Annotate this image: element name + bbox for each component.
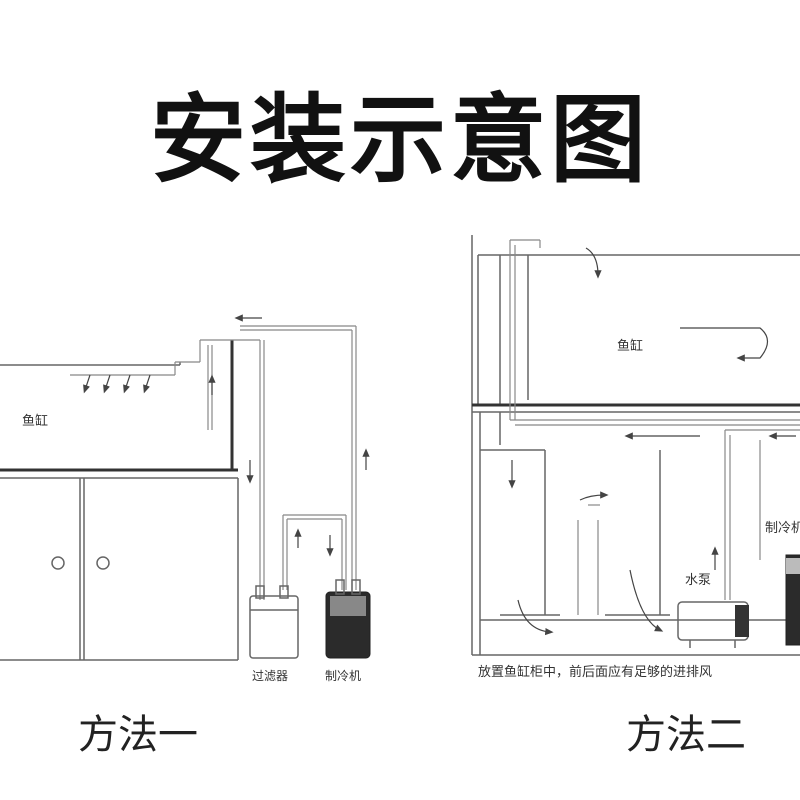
spray-bar	[70, 339, 260, 394]
method2-note: 放置鱼缸柜中，前后面应有足够的进排风	[478, 664, 712, 680]
filter-label: 过滤器	[252, 669, 288, 683]
door-knob-left	[51, 556, 65, 570]
door-knob-right	[96, 556, 110, 570]
method2-chiller-label: 制冷机	[765, 521, 800, 536]
page-title: 安装示意图	[150, 84, 650, 196]
method2-chiller	[785, 554, 800, 646]
method1-chiller-label: 制冷机	[325, 669, 361, 683]
pump-label: 水泵	[685, 573, 711, 588]
method1-chiller	[325, 579, 371, 659]
method2-tank-label: 鱼缸	[617, 338, 643, 354]
method2-cabinet	[471, 235, 800, 656]
pump-unit	[677, 601, 749, 648]
method1-diagram: 鱼缸	[0, 314, 371, 683]
method2-diagram: 鱼缸	[471, 235, 800, 680]
method1-cabinet	[0, 477, 239, 661]
method1-tank	[0, 340, 238, 472]
method1-tank-label: 鱼缸	[22, 413, 48, 429]
method1-caption: 方法一	[78, 712, 198, 758]
method2-piping	[509, 239, 800, 615]
method2-caption: 方法二	[626, 712, 746, 758]
method2-flow-arrows	[508, 247, 796, 636]
method1-piping	[234, 314, 370, 600]
filter-unit	[249, 585, 299, 659]
